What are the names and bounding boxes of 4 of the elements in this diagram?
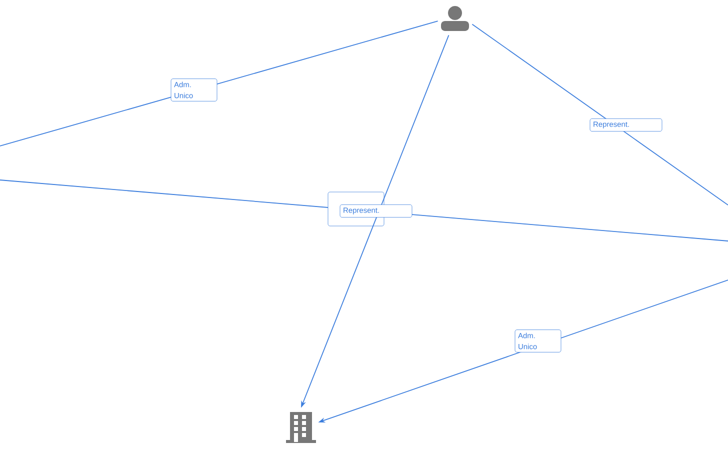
building-icon <box>286 412 316 443</box>
person-icon <box>441 6 469 31</box>
connector <box>0 20 438 146</box>
connector <box>472 24 728 206</box>
